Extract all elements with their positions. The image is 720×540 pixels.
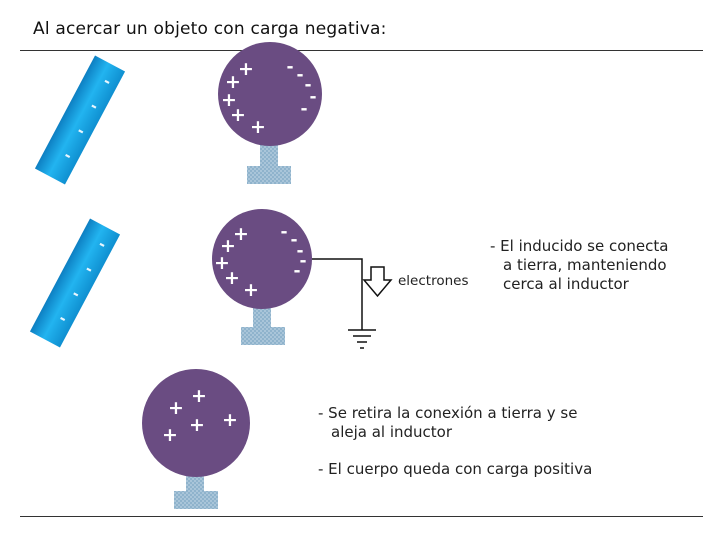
minus-sign: - <box>300 99 307 119</box>
down-arrow-icon <box>362 266 393 298</box>
minus-sign: - <box>290 230 297 250</box>
plus-sign: + <box>230 104 246 126</box>
plus-sign: + <box>191 385 207 407</box>
plus-sign: + <box>220 235 236 257</box>
electrons-label: electrones <box>398 273 469 289</box>
conductor-1: + + + + + - - - - - <box>218 42 322 184</box>
plus-sign: + <box>222 409 238 431</box>
plus-sign: + <box>214 252 230 274</box>
note-remove-line-2: aleja al inductor <box>331 423 453 441</box>
ground-wire <box>312 258 363 330</box>
minus-sign: - <box>299 251 306 271</box>
note-grounding-line-2: a tierra, manteniendo <box>503 256 667 274</box>
plus-sign: + <box>238 58 254 80</box>
minus-sign: - <box>286 57 293 77</box>
stage-1-approach: - - - - + + + + + - - - - - <box>34 42 322 185</box>
bottom-rule <box>20 516 703 517</box>
charged-rod-2: - - - - <box>29 218 121 348</box>
minus-sign: - <box>280 222 287 242</box>
note-result: - El cuerpo queda con carga positiva <box>318 460 593 478</box>
minus-sign: - <box>296 65 303 85</box>
conductor-sphere <box>142 369 250 477</box>
stand-base <box>247 166 291 184</box>
rod-body <box>29 218 121 348</box>
plus-sign: + <box>243 279 259 301</box>
plus-sign: + <box>168 397 184 419</box>
conductor-3: + + + + + <box>142 369 250 509</box>
conductor-sphere <box>218 42 322 146</box>
minus-sign: - <box>293 261 300 281</box>
note-grounding-line-3: cerca al inductor <box>503 275 629 293</box>
plus-sign: + <box>250 116 266 138</box>
note-grounding: - El inducido se conecta a tierra, mante… <box>490 237 668 294</box>
plus-sign: + <box>162 424 178 446</box>
minus-sign: - <box>296 241 303 261</box>
slide-title: Al acercar un objeto con carga negativa: <box>33 19 387 39</box>
plus-sign: + <box>225 71 241 93</box>
plus-sign: + <box>233 223 249 245</box>
conductor-2: + + + + + - - - - - <box>212 209 312 345</box>
minus-sign: - <box>309 87 316 107</box>
note-remove-ground: - Se retira la conexión a tierra y se al… <box>318 404 577 442</box>
top-rule <box>20 50 703 51</box>
stand-base <box>241 327 285 345</box>
charged-rod-1: - - - - <box>34 55 126 185</box>
rod-body <box>34 55 126 185</box>
plus-sign: + <box>224 267 240 289</box>
stage-3-result: + + + + + <box>142 369 250 509</box>
conductor-sphere <box>212 209 312 309</box>
stage-2-grounded: - - - - + + + + + - - - - - electr <box>29 209 469 349</box>
plus-sign: + <box>221 89 237 111</box>
plus-sign: + <box>189 414 205 436</box>
ground-symbol <box>348 329 376 349</box>
note-remove-line-1: - Se retira la conexión a tierra y se <box>318 404 578 422</box>
stand-base <box>174 491 218 509</box>
note-grounding-line-1: - El inducido se conecta <box>490 237 669 255</box>
minus-sign: - <box>304 75 311 95</box>
